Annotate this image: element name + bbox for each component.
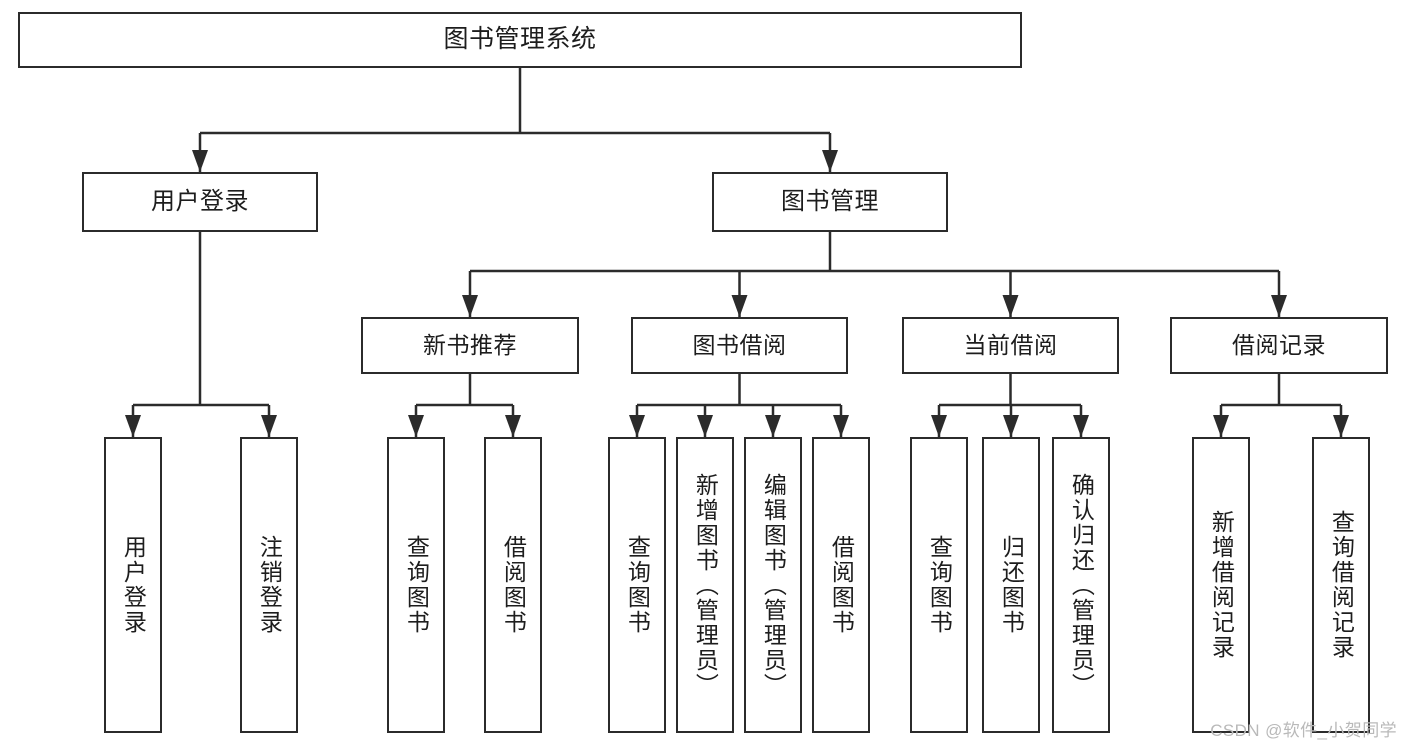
- connector-arrowhead: [462, 295, 478, 317]
- connector-arrowhead: [731, 295, 748, 317]
- node-label: 图书管理系统: [443, 25, 597, 54]
- connector-arrowhead: [1003, 415, 1019, 437]
- node-label: 新书推荐: [423, 331, 517, 358]
- connector-arrowhead: [833, 415, 849, 437]
- node-label: 新增图书（管理员）: [692, 472, 719, 698]
- connector-arrowhead: [505, 415, 521, 437]
- node-leaf-edit-book[interactable]: 编辑图书（管理员）: [744, 437, 802, 733]
- connector-arrowhead: [1073, 415, 1089, 437]
- connector-arrowhead: [1333, 415, 1349, 437]
- node-leaf-borrow-book-1[interactable]: 借阅图书: [484, 437, 542, 733]
- node-label: 图书借阅: [692, 331, 787, 358]
- node-label: 查询图书: [624, 535, 651, 635]
- node-leaf-borrow-book-2[interactable]: 借阅图书: [812, 437, 870, 733]
- node-leaf-query-record[interactable]: 查询借阅记录: [1312, 437, 1370, 733]
- connector-arrowhead: [765, 415, 781, 437]
- node-leaf-add-book[interactable]: 新增图书（管理员）: [676, 437, 734, 733]
- connector-arrowhead: [1271, 295, 1287, 317]
- node-book-management[interactable]: 图书管理: [712, 172, 948, 232]
- node-label: 归还图书: [998, 535, 1025, 635]
- node-label: 图书管理: [781, 187, 879, 215]
- node-label: 当前借阅: [963, 331, 1058, 358]
- connector-arrowhead: [1213, 415, 1229, 437]
- node-label: 注销登录: [256, 535, 283, 635]
- node-label: 用户登录: [120, 535, 147, 635]
- node-book-borrow[interactable]: 图书借阅: [631, 317, 848, 374]
- node-label: 查询图书: [926, 535, 953, 635]
- node-label: 新增借阅记录: [1208, 510, 1235, 660]
- node-leaf-query-book-2[interactable]: 查询图书: [608, 437, 666, 733]
- node-leaf-logout[interactable]: 注销登录: [240, 437, 298, 733]
- node-leaf-add-record[interactable]: 新增借阅记录: [1192, 437, 1250, 733]
- connector-arrowhead: [931, 415, 947, 437]
- connector-arrowhead: [629, 415, 645, 437]
- node-user-login[interactable]: 用户登录: [82, 172, 318, 232]
- node-leaf-user-login[interactable]: 用户登录: [104, 437, 162, 733]
- node-label: 编辑图书（管理员）: [760, 472, 787, 698]
- node-leaf-query-book-1[interactable]: 查询图书: [387, 437, 445, 733]
- connector-arrowhead: [408, 415, 424, 437]
- node-borrow-record[interactable]: 借阅记录: [1170, 317, 1388, 374]
- node-label: 查询图书: [403, 535, 430, 635]
- node-leaf-return-book[interactable]: 归还图书: [982, 437, 1040, 733]
- connector-arrowhead: [697, 415, 713, 437]
- connector-arrowhead: [822, 150, 838, 172]
- node-root-title[interactable]: 图书管理系统: [18, 12, 1022, 68]
- node-leaf-confirm-return[interactable]: 确认归还（管理员）: [1052, 437, 1110, 733]
- node-current-borrow[interactable]: 当前借阅: [902, 317, 1119, 374]
- connector-arrowhead: [1002, 295, 1019, 317]
- node-label: 借阅图书: [828, 535, 855, 635]
- node-label: 确认归还（管理员）: [1068, 472, 1095, 698]
- node-label: 查询借阅记录: [1328, 510, 1355, 660]
- node-label: 借阅图书: [500, 535, 527, 635]
- connector-arrowhead: [192, 150, 208, 172]
- node-new-book-recommend[interactable]: 新书推荐: [361, 317, 579, 374]
- connector-arrowhead: [261, 415, 277, 437]
- node-label: 借阅记录: [1232, 331, 1326, 358]
- node-leaf-query-book-3[interactable]: 查询图书: [910, 437, 968, 733]
- connector-arrowhead: [125, 415, 141, 437]
- node-label: 用户登录: [151, 187, 249, 215]
